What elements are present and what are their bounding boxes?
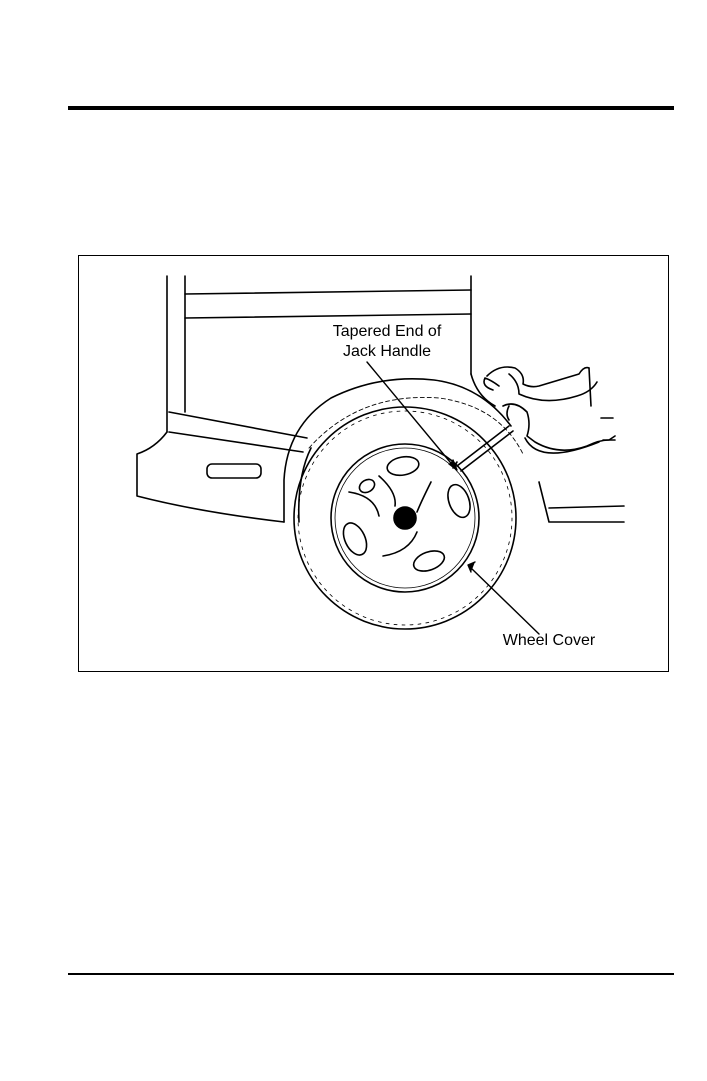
illustration-frame: Tapered End of Jack Handle Wheel Cover <box>78 255 669 672</box>
jack-handle-leader <box>367 362 455 468</box>
jack-handle <box>453 426 513 471</box>
wheel-cover-removal-illustration <box>79 256 670 673</box>
callout-jack-handle-line1: Tapered End of <box>297 322 477 342</box>
callout-wheel-cover: Wheel Cover <box>479 631 619 651</box>
footer-rule <box>68 973 674 975</box>
header-rule <box>68 106 674 110</box>
hands <box>484 367 615 453</box>
callout-jack-handle: Tapered End of Jack Handle <box>297 322 477 362</box>
wheel-cover-leader <box>471 568 539 634</box>
callout-jack-handle-line2: Jack Handle <box>297 342 477 362</box>
leader-lines <box>367 362 539 634</box>
vehicle-body <box>137 276 624 522</box>
